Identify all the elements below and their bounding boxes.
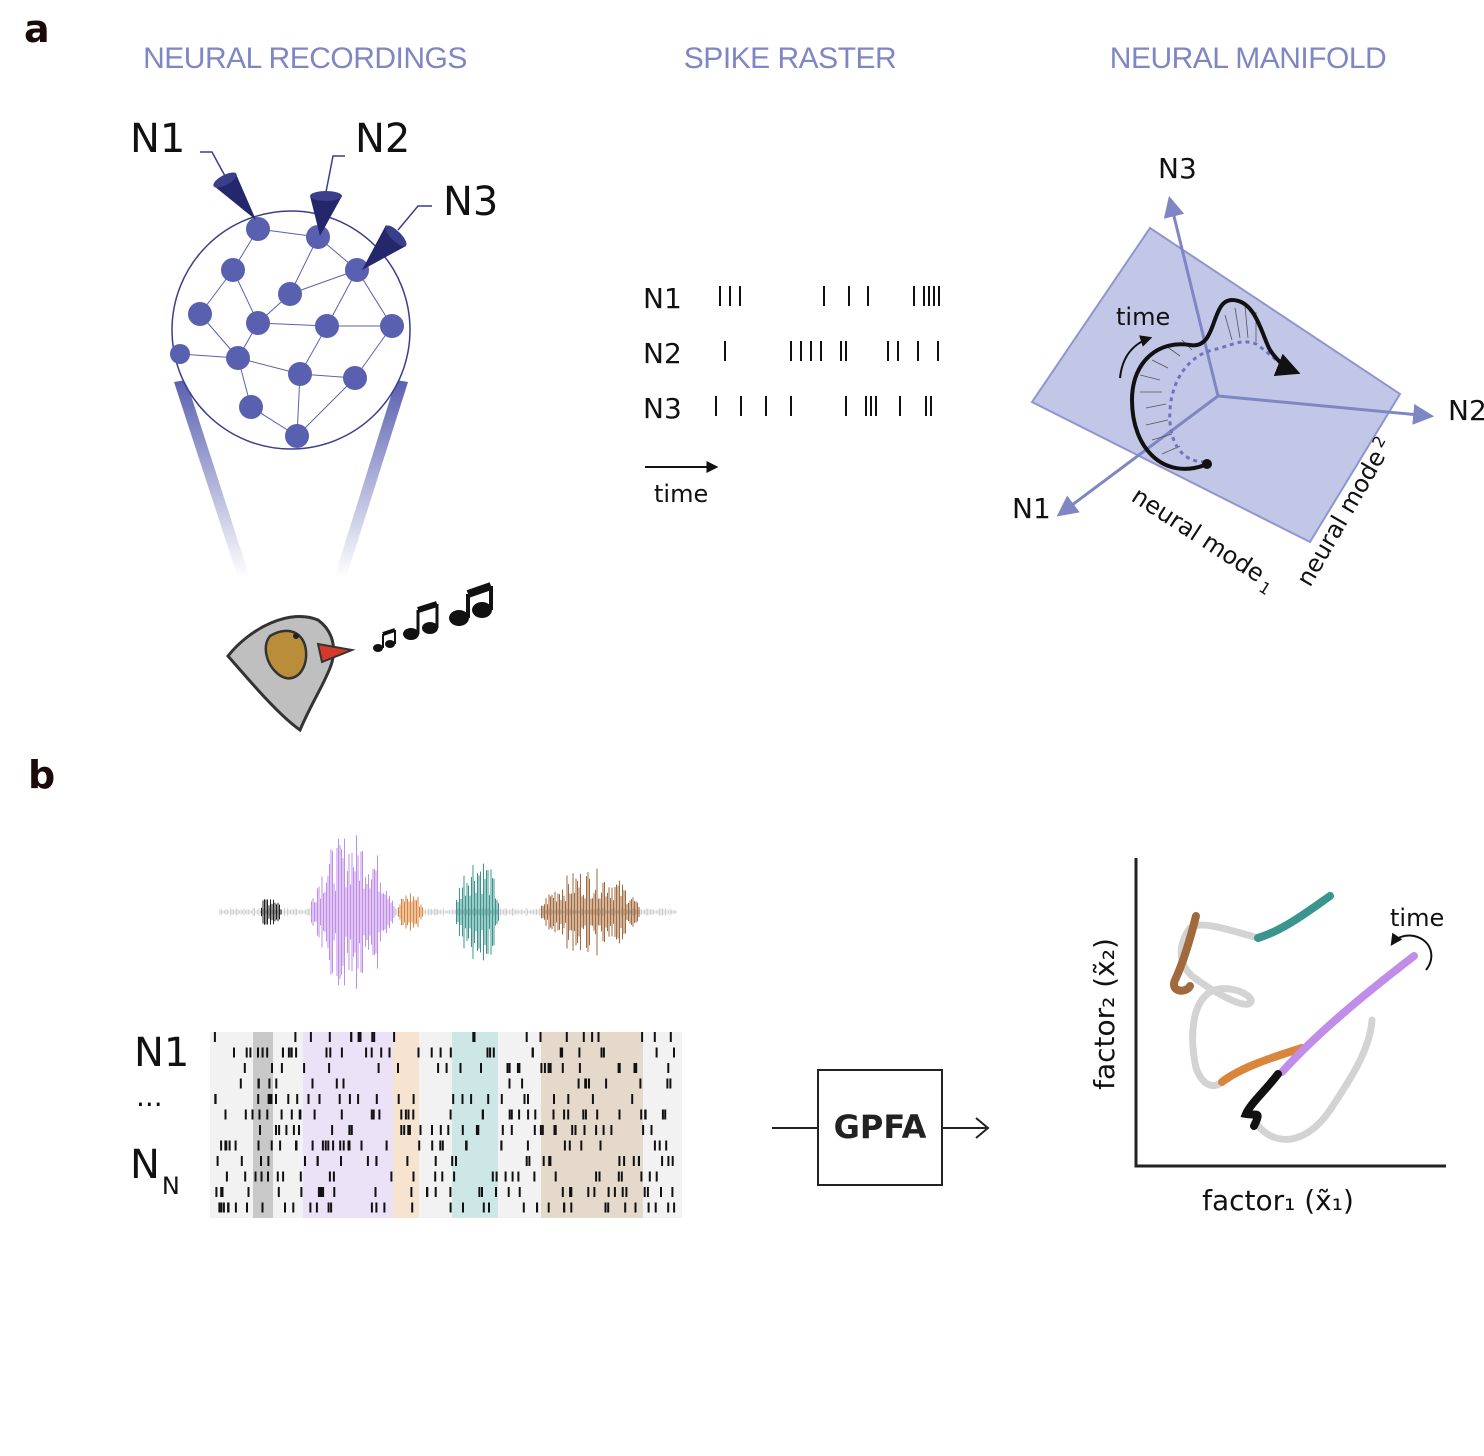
brain-circle [171, 210, 411, 450]
neural-network [170, 151, 432, 578]
axis-n3 [1163, 195, 1220, 397]
factor-plot [1134, 858, 1446, 1168]
raster-time-label: time [654, 480, 708, 508]
electrode-2 [310, 196, 342, 236]
manifold-axis-n1: N1 [1012, 492, 1051, 525]
trajectory-black [1240, 1070, 1282, 1130]
raster-label-n2: N2 [643, 337, 682, 370]
title-neural-recordings: NEURAL RECORDINGS [143, 42, 467, 75]
band-black [253, 1032, 273, 1218]
factor-axes [1134, 858, 1446, 1168]
electrode-label-2: N2 [355, 116, 410, 162]
spike-raster-b [213, 1032, 676, 1213]
panel-a-letter: a [24, 7, 50, 51]
manifold-diagram [1030, 195, 1435, 544]
raster-label-n1: N1 [643, 282, 682, 315]
beam-left [174, 380, 250, 578]
trajectory-orange [1218, 1044, 1306, 1086]
manifold-time-label: time [1116, 303, 1170, 331]
band-orange [393, 1032, 419, 1218]
music-notes-icon [373, 582, 493, 652]
manifold-time-arrow [1119, 335, 1153, 379]
beam-right [334, 380, 408, 578]
song-waveform [219, 835, 677, 989]
trajectory-brown [1170, 912, 1200, 995]
factor-time-label: time [1390, 904, 1444, 932]
trajectory-teal [1254, 892, 1334, 942]
manifold-axis-n2: N2 [1448, 394, 1484, 427]
gpfa-label: GPFA [834, 1108, 927, 1146]
raster-b-ellipsis: ... [136, 1080, 163, 1113]
trajectory-gray-2 [1254, 1016, 1376, 1143]
electrode-label-1: N1 [130, 116, 185, 162]
band-purple [303, 1032, 393, 1218]
axis-n1 [1056, 394, 1219, 517]
band-teal [452, 1032, 498, 1218]
raster-b-label-n1: N1 [134, 1030, 189, 1076]
factor-ylabel: factor₂ (x̃₂) [1088, 938, 1121, 1090]
electrode-label-3: N3 [443, 179, 498, 225]
factor-time-arrow [1390, 932, 1433, 971]
manifold-projection [1168, 340, 1293, 464]
spike-raster-a [715, 286, 940, 416]
manifold-axis-n3: N3 [1158, 152, 1197, 185]
axis-n2 [1217, 394, 1435, 425]
title-neural-manifold: NEURAL MANIFOLD [1110, 42, 1386, 75]
trajectory-gray-1 [1177, 921, 1262, 1089]
gpfa-output-arrowhead [975, 1117, 990, 1139]
factor-xlabel: factor₁ (x̃₁) [1202, 1184, 1354, 1217]
trajectory-purple [1278, 952, 1418, 1076]
panel-b-letter: b [28, 753, 55, 797]
title-spike-raster: SPIKE RASTER [684, 42, 896, 75]
bird-icon [226, 614, 356, 733]
neural-trajectory [1129, 297, 1301, 471]
raster-label-n3: N3 [643, 392, 682, 425]
raster-b-label-nn: NN [130, 1142, 180, 1200]
